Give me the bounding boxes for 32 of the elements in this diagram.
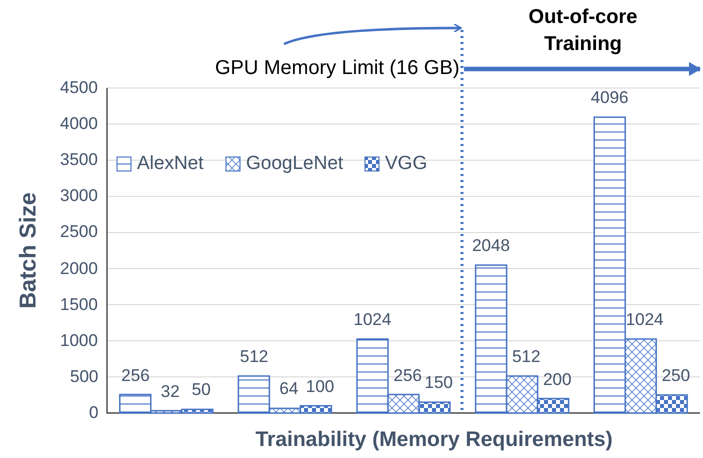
data-label: 256 xyxy=(394,366,422,386)
data-label: 250 xyxy=(662,366,690,386)
tick-label: 500 xyxy=(70,366,98,387)
data-label: 32 xyxy=(160,382,180,402)
tick-label: 3000 xyxy=(60,186,98,206)
limit-label: GPU Memory Limit (16 GB) xyxy=(215,56,460,80)
tick-label: 3500 xyxy=(60,150,98,170)
data-label: 4096 xyxy=(590,88,629,108)
data-label: 200 xyxy=(543,370,572,390)
data-label: 50 xyxy=(192,380,211,400)
data-label: 512 xyxy=(240,347,268,368)
legend-label: GoogLeNet xyxy=(246,153,344,175)
region-label: Out-of-core Training xyxy=(528,5,638,57)
axis-title: Batch Size xyxy=(14,192,42,308)
tick-label: 4500 xyxy=(60,78,98,98)
tick-label: 1000 xyxy=(60,330,98,351)
data-label: 150 xyxy=(424,373,453,394)
legend-label: VGG xyxy=(385,153,428,175)
tick-label: 2500 xyxy=(60,222,98,242)
data-label: 512 xyxy=(512,347,540,368)
tick-label: 1500 xyxy=(60,294,98,315)
tick-label: 2000 xyxy=(60,258,98,279)
data-label: 2048 xyxy=(472,236,510,256)
legend-label: AlexNet xyxy=(137,153,204,175)
axis-title: Trainability (Memory Requirements) xyxy=(256,428,613,452)
data-label: 256 xyxy=(121,366,150,386)
data-label: 1024 xyxy=(626,310,664,330)
data-label: 100 xyxy=(306,376,334,397)
tick-label: 4000 xyxy=(60,114,98,134)
data-label: 1024 xyxy=(354,310,392,330)
data-label: 64 xyxy=(279,379,298,400)
tick-label: 0 xyxy=(89,403,98,423)
